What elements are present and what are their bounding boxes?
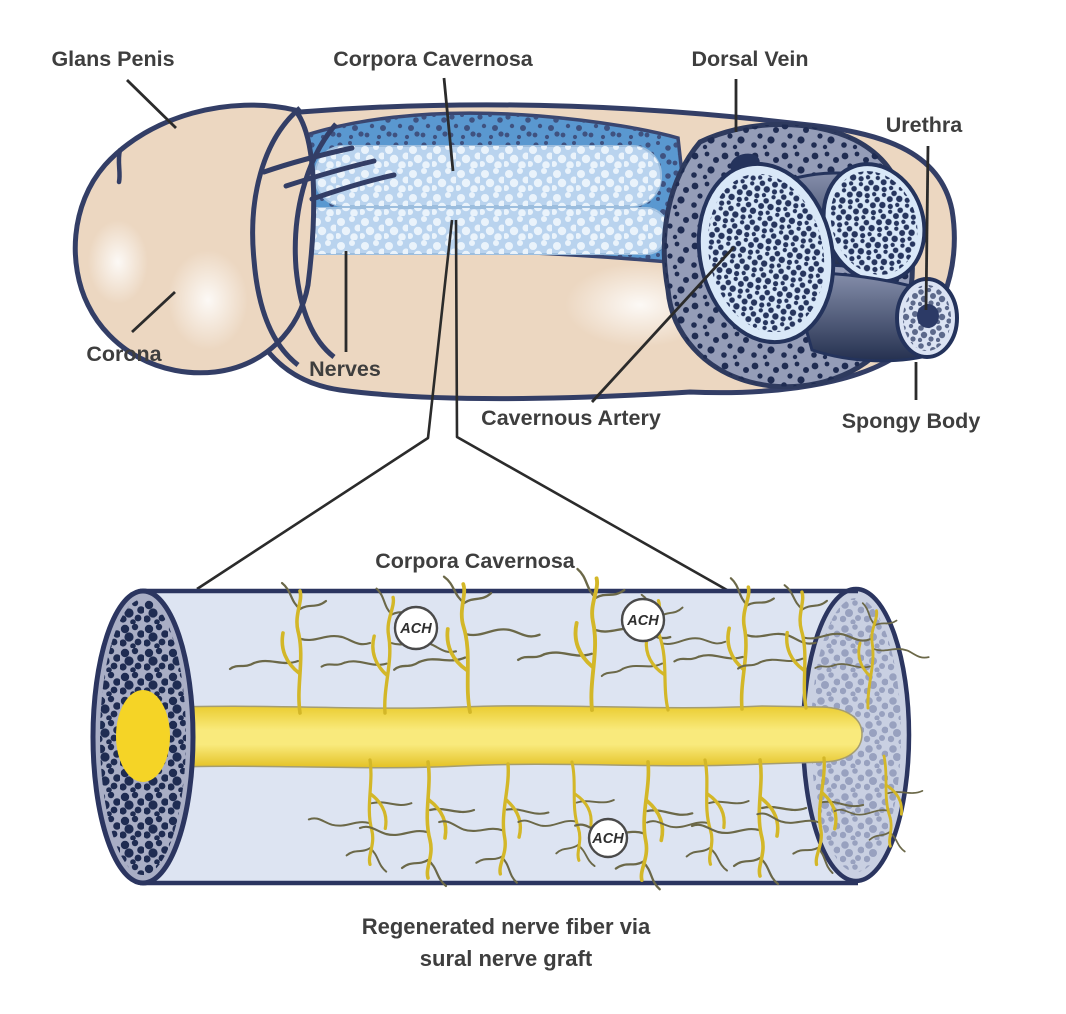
ach-label: ACH [591, 831, 624, 847]
corpus-cavernosum-section-left [696, 161, 836, 345]
corpus-cavernosum-section-right [821, 162, 927, 284]
zoom-indicator [196, 219, 728, 592]
ach-badge: ACH [620, 597, 666, 643]
label-corpora-cavernosa: Corpora Cavernosa [333, 47, 534, 71]
leader-corona [131, 290, 176, 334]
nerve-fiber-cross-section [116, 690, 170, 782]
glans-crease [116, 147, 123, 185]
glans [72, 102, 397, 376]
label-corona: Corona [86, 342, 162, 366]
caption-line-2: sural nerve graft [420, 946, 593, 971]
inset-title: Corpora Cavernosa [375, 549, 576, 573]
label-urethra: Urethra [886, 113, 964, 137]
leader-cavernous-artery [590, 246, 736, 403]
glans-highlight [88, 220, 148, 304]
label-glans-penis: Glans Penis [51, 47, 174, 71]
nerve-fiber [149, 705, 863, 769]
label-nerves: Nerves [309, 357, 381, 381]
corpora-cavernosa-inset: Corpora Cavernosa [90, 549, 935, 971]
label-cavernous-artery: Cavernous Artery [481, 406, 661, 430]
glans-body [72, 102, 317, 376]
urethra-lumen [917, 304, 939, 328]
cross-section [661, 121, 959, 390]
leader-glans-penis [126, 78, 177, 130]
label-dorsal-vein: Dorsal Vein [691, 47, 808, 71]
glans-highlight-2 [168, 250, 248, 350]
ach-label: ACH [399, 621, 432, 637]
leader-lines [126, 77, 930, 403]
cylinder-cap-left [90, 588, 196, 886]
leader-urethra [924, 145, 930, 311]
caption-line-1: Regenerated nerve fiber via [362, 914, 651, 939]
ach-label: ACH [626, 613, 659, 629]
ach-badge: ACH [587, 817, 629, 859]
label-spongy-body: Spongy Body [842, 409, 981, 433]
corpora-cavernosa-lobes [255, 145, 669, 255]
penis-side-view-illustration: Glans Penis Corpora Cavernosa Dorsal Vei… [51, 47, 980, 433]
zoom-indicator-line-right [454, 219, 728, 592]
corona-ridge-outer [250, 106, 302, 367]
zoom-indicator-line-left [196, 219, 454, 591]
spongy-body-section [895, 277, 959, 359]
leader-corpora-cavernosa [442, 77, 455, 172]
skin-fold-lines [261, 145, 397, 202]
ach-badge: ACH [393, 605, 439, 651]
